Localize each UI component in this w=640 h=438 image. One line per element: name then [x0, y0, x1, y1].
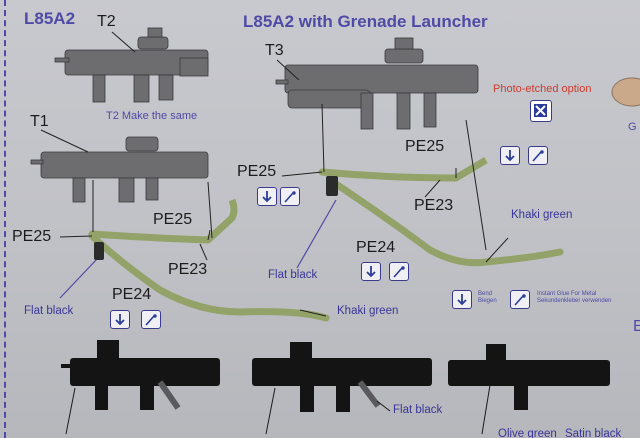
edge-fragment-b: E	[633, 318, 640, 335]
paint-flat-black-bottom: Flat black	[393, 404, 443, 416]
edge-fragment-g: G	[628, 121, 637, 133]
bend-icon	[361, 262, 381, 281]
paint-khaki-green-bottom: Khaki green	[337, 305, 399, 317]
paint-flat-black-left: Flat black	[24, 305, 74, 317]
glue-icon	[280, 187, 300, 206]
label-pe25-right: PE25	[237, 163, 277, 180]
rifle-t2-illustration	[54, 27, 209, 103]
label-t1: T1	[30, 113, 49, 130]
bend-icon	[257, 187, 277, 206]
legend-glue-icon	[510, 290, 530, 309]
bend-icon	[110, 310, 130, 329]
tan-insignia	[611, 77, 640, 107]
heading-l85a2: L85A2	[24, 9, 76, 28]
dashed-border	[4, 0, 6, 438]
paint-khaki-green-right: Khaki green	[511, 209, 573, 221]
glue-icon	[389, 262, 409, 281]
rifle-t3-illustration	[275, 37, 479, 130]
paint-olive-green-bottom: Olive green	[498, 428, 557, 438]
label-pe25-left: PE25	[12, 228, 52, 245]
glue-icon	[141, 310, 161, 329]
bend-icon	[500, 146, 520, 165]
heading-l85a2-grenade-launcher: L85A2 with Grenade Launcher	[243, 12, 488, 31]
callout-lines	[59, 199, 337, 299]
label-pe23-right: PE23	[414, 197, 454, 214]
legend-bend-icon	[452, 290, 472, 309]
black-rifles-row	[61, 340, 610, 412]
label-pe23-left: PE23	[168, 261, 208, 278]
paint-satin-black-bottom: Satin black	[565, 428, 622, 438]
legend-bend-en: Bend	[478, 291, 493, 297]
legend-glue-de: Sekundenkleber verwenden	[537, 298, 612, 304]
label-pe25-mid: PE25	[153, 211, 193, 228]
rifle-t1-illustration	[30, 136, 209, 203]
label-pe24-left: PE24	[112, 286, 152, 303]
sling-buckles	[94, 176, 338, 260]
label-t2: T2	[97, 13, 116, 30]
label-pe25-far-right: PE25	[405, 138, 445, 155]
label-pe24-right: PE24	[356, 239, 396, 256]
note-photo-etched: Photo-etched option	[493, 83, 592, 95]
photo-etch-icon	[530, 100, 552, 122]
paint-flat-black-mid: Flat black	[268, 269, 318, 281]
sling-t3	[318, 168, 564, 267]
glue-icon	[528, 146, 548, 165]
sling-t1	[88, 230, 330, 322]
label-t3: T3	[265, 42, 284, 59]
legend-bend-de: Biegen	[478, 298, 497, 304]
legend-glue-en: Instant Glue For Metal	[537, 291, 597, 297]
note-t2-same: T2 Make the same	[106, 110, 198, 122]
